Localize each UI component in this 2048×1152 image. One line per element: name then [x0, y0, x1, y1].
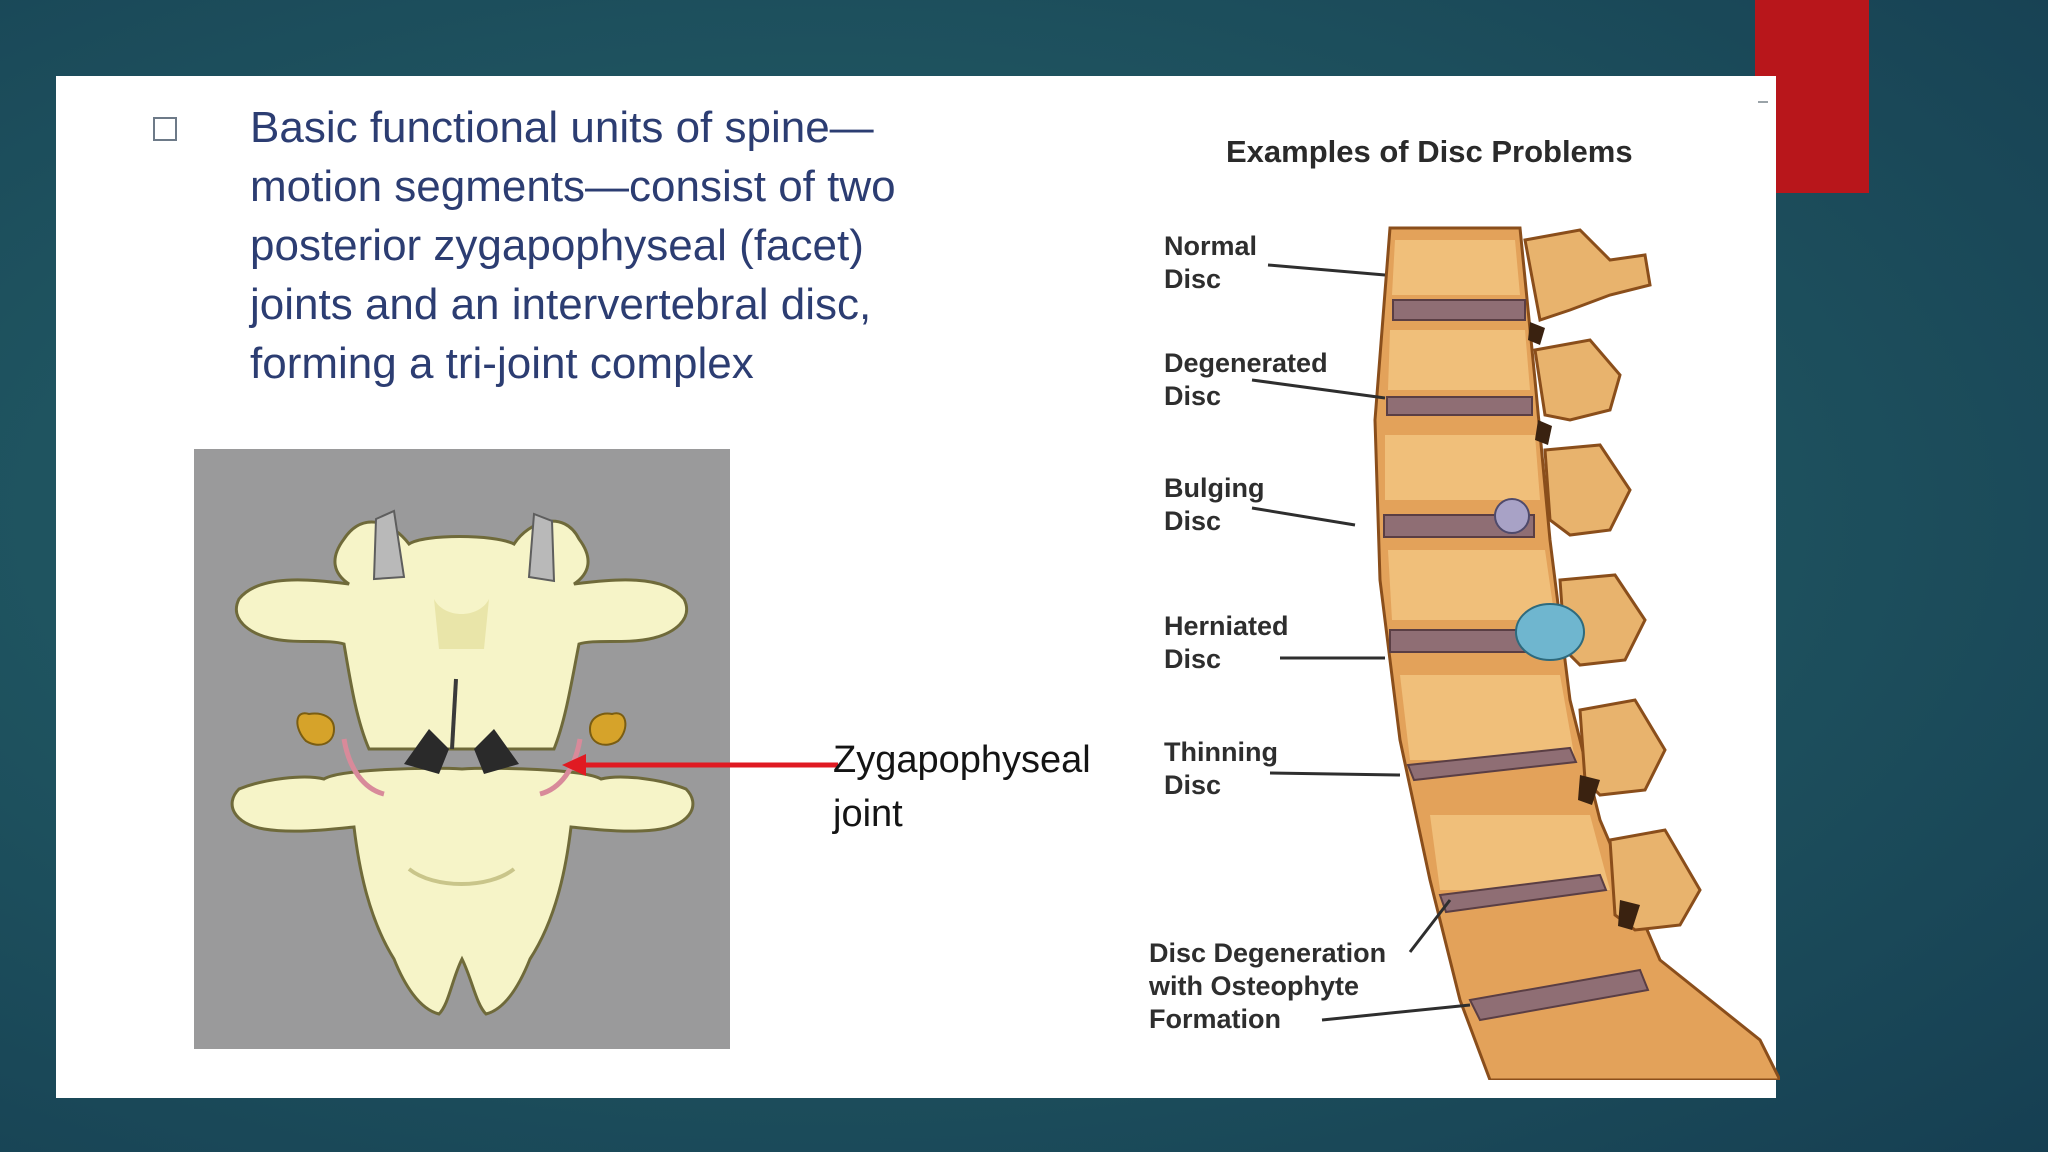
bullet-line: forming a tri-joint complex: [250, 339, 754, 388]
label-bulging-disc: Bulging Disc: [1164, 473, 1265, 536]
bullet-point: Basic functional units of spine— motion …: [153, 98, 973, 393]
label-thinning-disc: Thinning Disc: [1164, 737, 1278, 800]
bullet-text: Basic functional units of spine— motion …: [209, 98, 973, 393]
vertebra-drawing: [230, 509, 695, 1016]
disc-problems-title: Examples of Disc Problems: [1226, 134, 1633, 169]
vertebra-illustration: [194, 449, 730, 1049]
label-herniated-disc: Herniated Disc: [1164, 611, 1289, 674]
bullet-checkbox-icon: [153, 117, 177, 141]
bullet-line: posterior zygapophyseal (facet): [250, 221, 864, 270]
slide-dash: [1758, 101, 1768, 103]
zygapophyseal-joint-label: Zygapophyseal joint: [833, 739, 1091, 835]
label-degenerated-disc: Degenerated Disc: [1164, 348, 1328, 411]
label-normal-disc: Normal Disc: [1164, 231, 1258, 294]
spine-illustration: [1251, 226, 1780, 1080]
bullet-line: joints and an intervertebral disc,: [250, 280, 872, 329]
pointer-arrow-icon: [562, 754, 838, 776]
label-osteophyte-disc: Disc Degeneration with Osteophyte Format…: [1149, 938, 1387, 1034]
bullet-line: motion segments—consist of two: [250, 162, 896, 211]
bullet-line: Basic functional units of spine—: [250, 103, 874, 152]
